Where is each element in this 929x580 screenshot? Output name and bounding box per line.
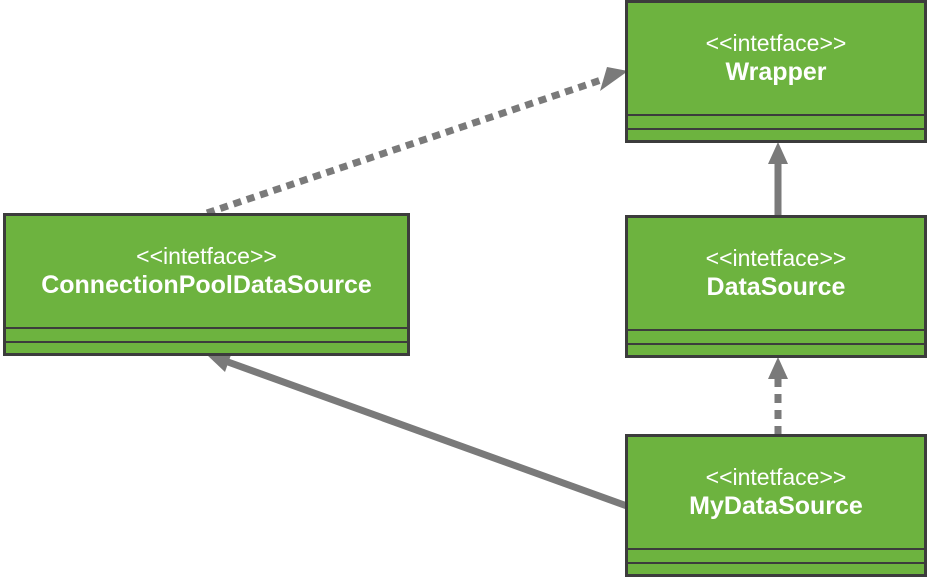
edge-mydatasource-to-datasource — [768, 357, 788, 435]
class-stereotype: <<intetface>> — [705, 244, 847, 271]
edge-connectionpooldatasource-to-wrapper — [205, 67, 628, 217]
class-name: ConnectionPoolDataSource — [41, 271, 372, 300]
edge-datasource-to-wrapper — [768, 142, 788, 216]
class-wrapper[interactable]: <<intetface>> Wrapper — [625, 0, 927, 143]
class-header: <<intetface>> DataSource — [628, 218, 924, 329]
class-name: Wrapper — [725, 58, 827, 87]
class-header: <<intetface>> ConnectionPoolDataSource — [6, 216, 407, 327]
operations-section — [628, 343, 924, 355]
attributes-section — [628, 329, 924, 343]
operations-section — [628, 128, 924, 140]
attributes-section — [628, 114, 924, 128]
arrowhead-icon — [768, 142, 788, 164]
class-name: MyDataSource — [689, 492, 863, 521]
class-stereotype: <<intetface>> — [136, 242, 277, 269]
class-connection-pool-data-source[interactable]: <<intetface>> ConnectionPoolDataSource — [3, 213, 410, 356]
operations-section — [628, 562, 924, 574]
class-header: <<intetface>> Wrapper — [628, 3, 924, 114]
operations-section — [6, 341, 407, 353]
class-name: DataSource — [706, 273, 846, 302]
edge-mydatasource-to-connectionpooldatasource — [206, 352, 629, 510]
attributes-section — [6, 327, 407, 341]
arrowhead-icon — [768, 357, 788, 379]
class-header: <<intetface>> MyDataSource — [628, 437, 924, 548]
attributes-section — [628, 548, 924, 562]
arrowhead-icon — [600, 67, 628, 91]
class-data-source[interactable]: <<intetface>> DataSource — [625, 215, 927, 358]
class-stereotype: <<intetface>> — [705, 463, 847, 490]
arrowhead-icon — [206, 352, 232, 372]
class-my-data-source[interactable]: <<intetface>> MyDataSource — [625, 434, 927, 577]
class-stereotype: <<intetface>> — [705, 29, 847, 56]
